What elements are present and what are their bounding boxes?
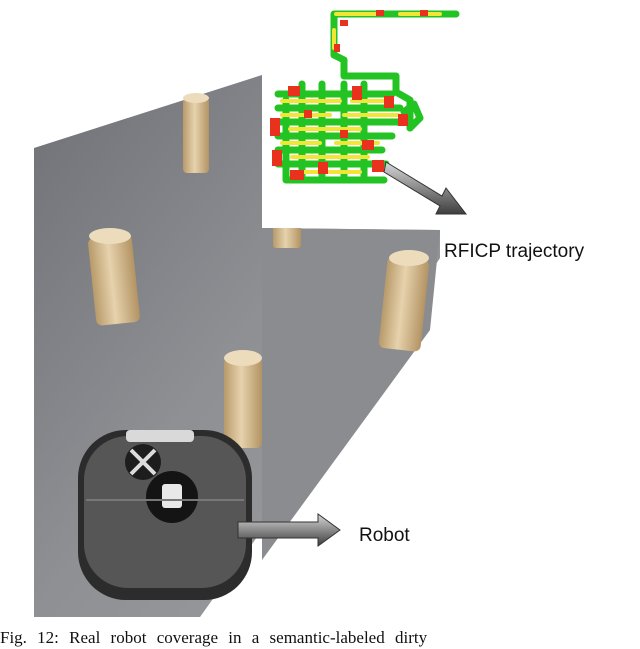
figure-caption: Fig. 12: Real robot coverage in a semant… [0, 628, 428, 647]
wooden-post [273, 222, 301, 248]
trajectory-label: RFICP trajectory [444, 241, 585, 262]
robot-label: Robot [359, 525, 410, 546]
robot-arrow [237, 513, 341, 547]
wooden-post [183, 93, 209, 173]
trajectory-arrow [383, 161, 468, 215]
robot [78, 430, 252, 600]
wooden-post [88, 228, 140, 326]
wooden-post [224, 350, 262, 448]
wooden-post [378, 250, 430, 352]
